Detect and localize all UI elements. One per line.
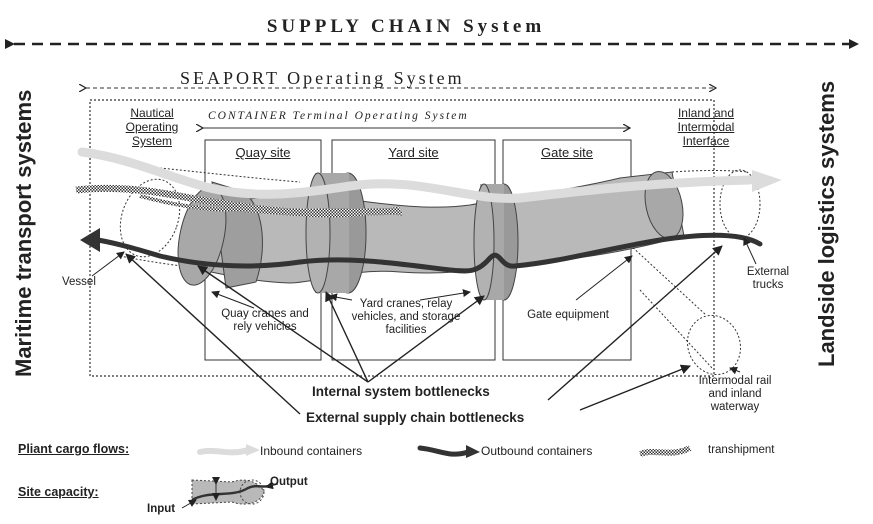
quay-equipment-leader xyxy=(211,290,255,309)
quay-site-title: Quay site xyxy=(235,145,291,160)
external-arrow-2 xyxy=(547,245,723,401)
legend-outbound-arrowhead xyxy=(466,445,480,458)
internal-arrow-2 xyxy=(325,291,369,383)
terminal-title: CONTAINER Terminal Operating System xyxy=(208,110,469,122)
yard-site-title: Yard site xyxy=(388,145,439,160)
legend-inbound-swatch xyxy=(197,447,251,456)
internal-arrow-1 xyxy=(197,265,369,383)
legend-transhipment-label: transhipment xyxy=(708,444,775,456)
legend-inbound-arrowhead xyxy=(246,444,260,456)
nautical-label: Nautical Operating System xyxy=(125,106,179,148)
intermodal-tube-outline xyxy=(629,244,713,369)
transhipment-flow-b xyxy=(139,194,403,218)
internal-arrow-3 xyxy=(367,295,485,383)
legend-output-leader xyxy=(265,481,279,490)
legend-inbound-label: Inbound containers xyxy=(260,444,363,458)
vessel-ellipse xyxy=(119,178,181,258)
intermodal-leader xyxy=(729,366,741,375)
legend-cargo-flows-title: Pliant cargo flows: xyxy=(18,442,130,456)
legend-site-capacity-title: Site capacity: xyxy=(18,485,99,499)
seaport-title: SEAPORT Operating System xyxy=(180,68,465,88)
inland-label: Inland and Intermodal Interface xyxy=(677,106,735,148)
maritime-side-label: Maritime transport systems xyxy=(11,89,36,377)
external-truck-ellipse xyxy=(719,169,761,239)
external-arrow-1 xyxy=(125,253,301,415)
yard-equipment-label: Yard cranes, relay vehicles, and storage… xyxy=(351,298,461,336)
external-arrow-3 xyxy=(579,364,691,411)
external-bottlenecks-label: External supply chain bottlenecks xyxy=(306,410,525,425)
legend-input-label: Input xyxy=(147,503,176,515)
quay-equipment-label: Quay cranes and rely vehicles xyxy=(221,308,309,333)
legend-capacity-flow xyxy=(191,484,269,502)
supply-chain-title: SUPPLY CHAIN System xyxy=(266,16,546,37)
gate-equipment-label: Gate equipment xyxy=(527,309,609,321)
external-trucks-label: External trucks xyxy=(746,266,790,291)
intermodal-label: Intermodal rail and inland waterway xyxy=(698,375,772,413)
yard-equipment-leader-b xyxy=(419,289,471,301)
legend-input-leader xyxy=(181,499,197,509)
inland-tube-outline xyxy=(671,170,749,239)
vessel-leader xyxy=(91,251,125,277)
transhipment-flow xyxy=(75,184,401,216)
intermodal-ellipse xyxy=(687,314,741,376)
legend-outbound-swatch xyxy=(417,445,471,457)
vessel-label: Vessel xyxy=(62,276,96,288)
gate-equipment-leader xyxy=(575,255,633,301)
landside-side-label: Landside logistics systems xyxy=(814,80,839,367)
legend-outbound-label: Outbound containers xyxy=(481,444,593,458)
internal-bottlenecks-label: Internal system bottlenecks xyxy=(312,384,490,399)
legend-capacity-shape xyxy=(191,479,265,505)
legend-transhipment-swatch xyxy=(638,445,692,457)
inbound-flow xyxy=(77,147,755,203)
outbound-flow xyxy=(95,232,763,274)
gate-site-title: Gate site xyxy=(540,145,594,160)
external-trucks-leader xyxy=(743,237,757,265)
inbound-arrowhead xyxy=(752,170,782,192)
legend-output-label: Output xyxy=(270,476,308,488)
outbound-arrowhead xyxy=(80,228,100,252)
